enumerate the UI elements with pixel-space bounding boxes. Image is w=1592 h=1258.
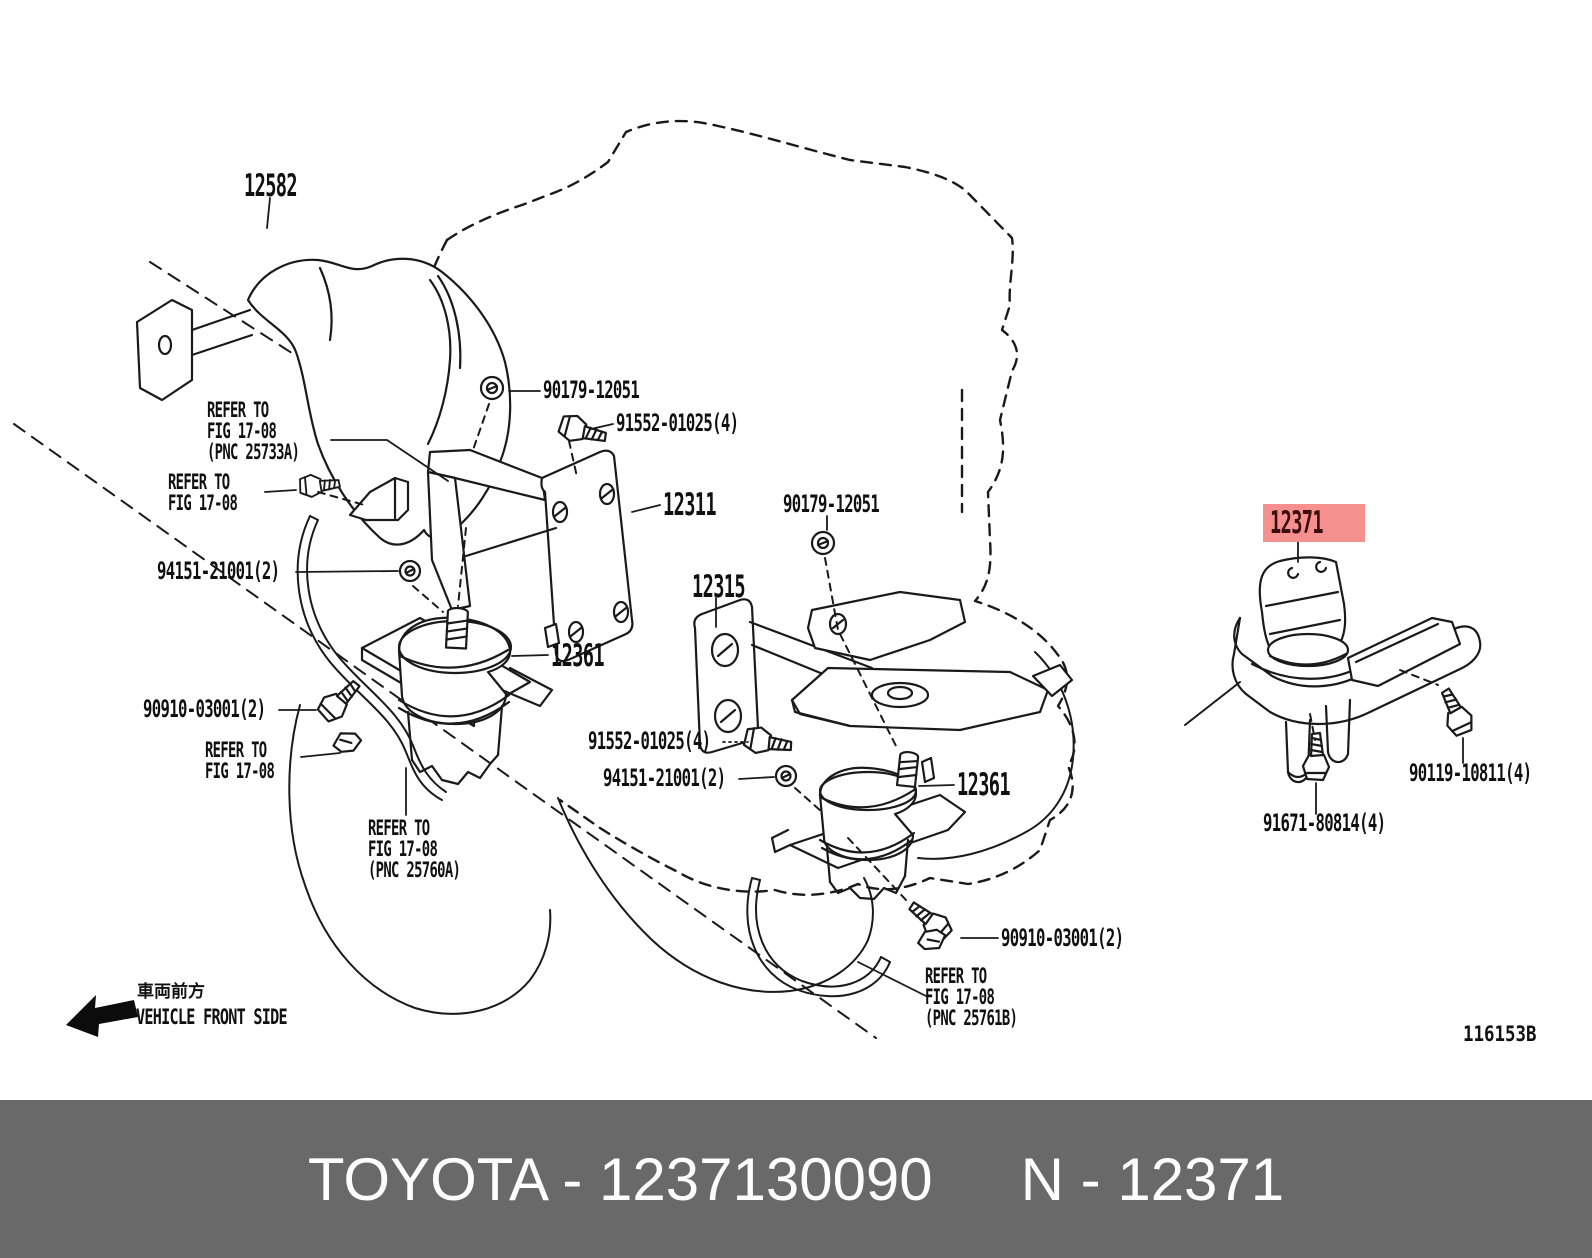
parts-diagram — [13, 119, 1482, 1039]
bolt-90910-left — [316, 680, 361, 723]
note-refer-fig-25761b: REFER TO FIG 17-08 (PNC 25761B) — [925, 964, 1018, 1030]
fastener-axis-lines — [317, 403, 1439, 901]
note-refer-fig-left-upper: REFER TO FIG 17-08 — [168, 470, 238, 515]
front-side-label-en: VEHICLE FRONT SIDE — [136, 1005, 288, 1029]
bolt-91552-lower — [742, 726, 793, 755]
part-12311-shape[interactable] — [426, 448, 634, 663]
part-label-94151-upper[interactable]: 94151-21001(2) — [157, 557, 280, 585]
part-12361-front-shape[interactable] — [360, 606, 561, 786]
part-label-12361-front[interactable]: 12361 — [551, 638, 605, 674]
part-label-90910-left[interactable]: 90910-03001(2) — [143, 695, 266, 723]
note-refer-fig-25760a: REFER TO FIG 17-08 (PNC 25760A) — [368, 816, 461, 882]
part-label-90179-lower[interactable]: 90179-12051 — [783, 490, 880, 518]
highlighted-part-label-12371[interactable]: 12371 — [1263, 504, 1366, 542]
footer-catalog-number: TOYOTA - 1237130090 — [307, 1145, 933, 1213]
nut-94151-lower — [774, 764, 798, 788]
front-direction-arrow-icon — [66, 995, 138, 1037]
footer-banner: TOYOTA - 1237130090 N - 12371 — [0, 1100, 1592, 1258]
nut-90179-lower — [810, 530, 836, 556]
leader-lines — [264, 197, 1464, 997]
part-label-91552-lower[interactable]: 91552-01025(4) — [588, 727, 711, 755]
highlighted-part-number: 12371 — [1270, 505, 1324, 541]
part-label-12582[interactable]: 12582 — [244, 168, 298, 204]
part-label-90910-bottom[interactable]: 90910-03001(2) — [1001, 924, 1124, 952]
footer-part-number: N - 12371 — [1020, 1145, 1285, 1213]
part-12315-shape[interactable] — [693, 590, 1074, 754]
hose-rear — [746, 877, 891, 998]
nut-94151-upper — [398, 559, 422, 583]
bolt-91671 — [1301, 731, 1331, 782]
front-side-label-jp: 車両前方 — [137, 982, 205, 1002]
part-12361-rear-shape[interactable] — [770, 750, 967, 901]
part-label-12315[interactable]: 12315 — [692, 569, 746, 605]
clamp-front — [332, 732, 363, 753]
clamp-rear — [917, 928, 947, 951]
part-label-12311[interactable]: 12311 — [663, 487, 717, 523]
note-refer-fig-left-lower: REFER TO FIG 17-08 — [205, 738, 275, 783]
part-label-91671[interactable]: 91671-80814(4) — [1263, 809, 1386, 837]
bolt-90119 — [1440, 687, 1473, 737]
part-label-12361-rear[interactable]: 12361 — [957, 767, 1011, 803]
part-label-91552-upper[interactable]: 91552-01025(4) — [616, 409, 739, 437]
part-label-90179-upper[interactable]: 90179-12051 — [543, 376, 640, 404]
bolt-91552-upper — [557, 414, 607, 443]
part-label-90119[interactable]: 90119-10811(4) — [1409, 759, 1532, 787]
part-label-94151-lower[interactable]: 94151-21001(2) — [603, 764, 726, 792]
figure-code: 116153B — [1463, 1022, 1537, 1046]
note-refer-fig-25733a: REFER TO FIG 17-08 (PNC 25733A) — [207, 398, 300, 464]
bolt-refer-front — [299, 473, 341, 498]
refer-bracket-shape — [348, 476, 410, 522]
part-12371-shape[interactable] — [1231, 556, 1482, 784]
nut-90179-upper — [479, 375, 505, 401]
